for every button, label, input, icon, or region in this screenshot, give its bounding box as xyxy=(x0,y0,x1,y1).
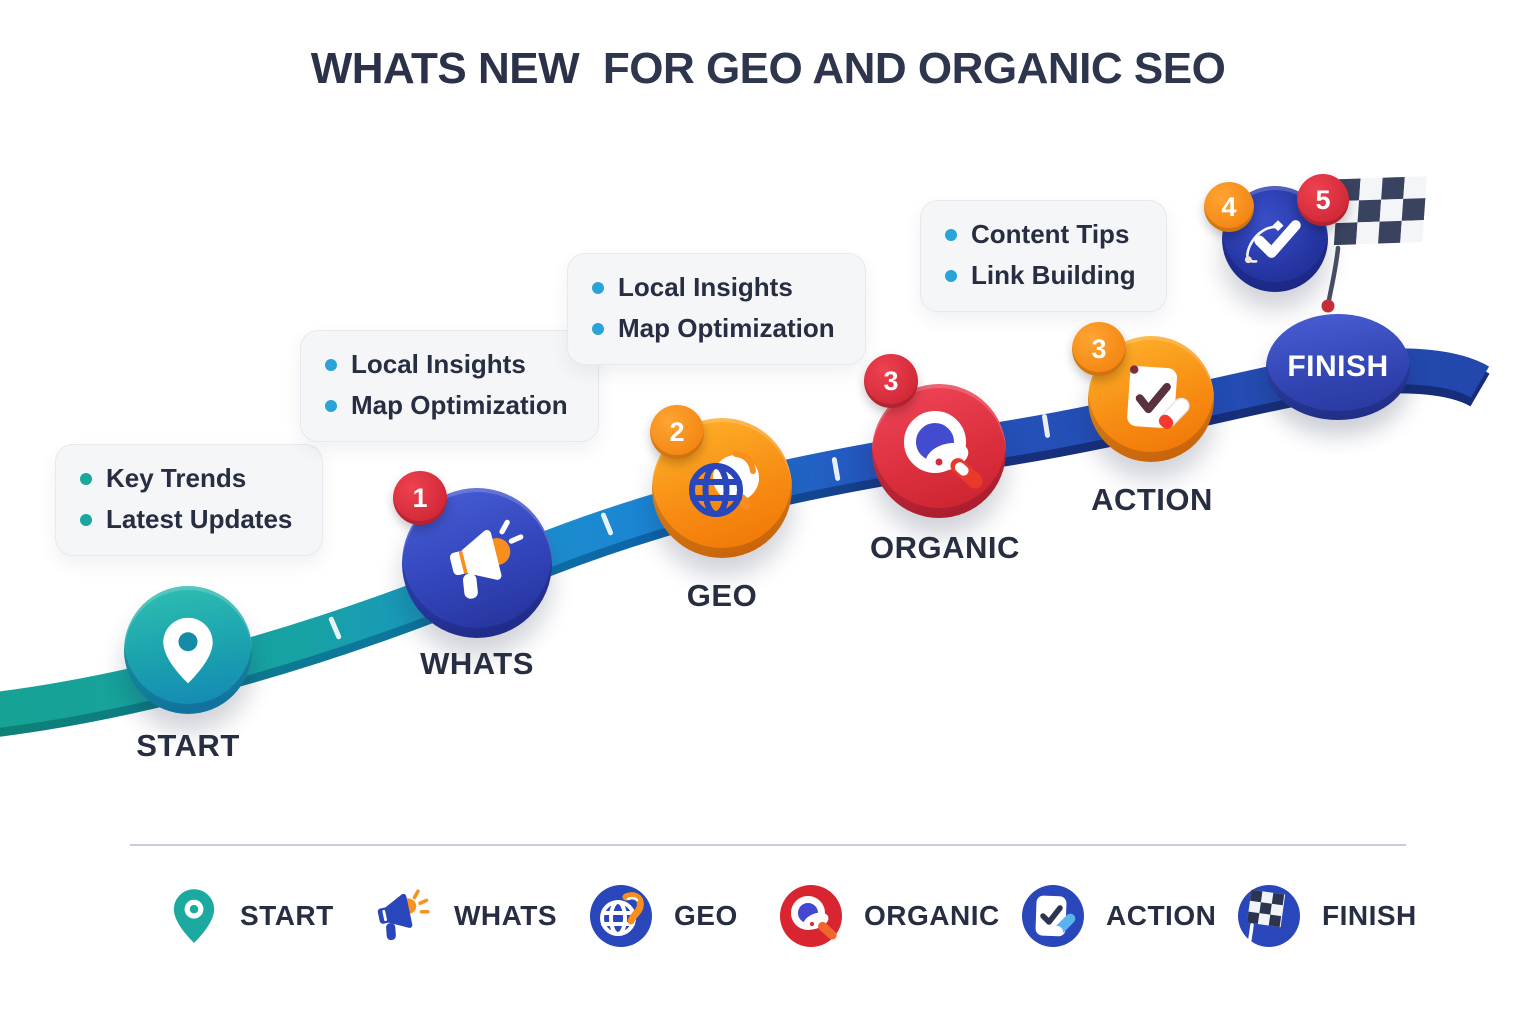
road-lane-dashes xyxy=(328,414,1050,640)
legend-item-action: ACTION xyxy=(1020,872,1216,960)
callout-text: Key Trends xyxy=(106,463,247,493)
bullet-icon xyxy=(80,472,92,485)
bullet-icon xyxy=(325,358,337,371)
legend-item-geo: GEO xyxy=(588,872,738,960)
legend-label: FINISH xyxy=(1322,900,1417,931)
legend-item-organic: ORGANIC xyxy=(778,872,1000,960)
callout-item: Map Optimization xyxy=(592,313,835,344)
checklist-icon xyxy=(1022,885,1084,947)
globe-icon xyxy=(689,451,759,517)
bullet-icon xyxy=(80,513,92,526)
bullet-icon xyxy=(592,281,604,294)
geo-callout: Local Insights Map Optimization xyxy=(567,253,866,365)
page-title: WHATS NEW FOR GEO AND ORGANIC SEO xyxy=(0,44,1536,94)
milestone-label-organic: ORGANIC xyxy=(870,530,1020,565)
badge-4: 4 xyxy=(1204,182,1254,232)
legend-label: ACTION xyxy=(1106,900,1217,931)
map-pin-icon xyxy=(173,889,215,943)
milestone-label-start: START xyxy=(136,728,240,763)
milestone-finish: FINISH xyxy=(1266,314,1410,420)
legend-label: START xyxy=(240,900,334,931)
callout-item: Local Insights xyxy=(325,349,568,380)
page-title-highlight: WHATS NEW xyxy=(310,44,580,93)
bullet-icon xyxy=(592,322,604,335)
badge-1: 1 xyxy=(393,471,447,525)
checkered-flag-icon xyxy=(1238,885,1300,947)
checklist-icon xyxy=(1127,365,1190,429)
milestone-label-action: ACTION xyxy=(1091,482,1213,517)
badge-3-organic: 3 xyxy=(864,354,918,408)
megaphone-icon xyxy=(377,889,430,941)
milestone-label-finish: FINISH xyxy=(1287,350,1389,383)
milestone-start xyxy=(124,586,252,714)
globe-icon xyxy=(590,885,652,947)
legend-label: ORGANIC xyxy=(864,900,1000,931)
page-title-rest: FOR GEO AND ORGANIC SEO xyxy=(602,44,1226,93)
milestone-label-whats: WHATS xyxy=(420,646,534,681)
callout-item: Link Building xyxy=(945,260,1136,291)
callout-text: Content Tips xyxy=(971,219,1130,249)
callout-item: Local Insights xyxy=(592,272,835,303)
legend-label: WHATS xyxy=(454,900,558,931)
callout-text: Local Insights xyxy=(618,272,793,302)
callout-item: Content Tips xyxy=(945,219,1136,250)
bullet-icon xyxy=(945,228,957,241)
badge-2: 2 xyxy=(650,405,704,459)
start-callout: Key Trends Latest Updates xyxy=(55,444,324,556)
callout-item: Map Optimization xyxy=(325,390,568,421)
callout-item: Key Trends xyxy=(80,463,292,494)
magnifier-icon xyxy=(780,885,842,947)
map-pin-icon xyxy=(163,617,213,684)
organic-callout: Content Tips Link Building xyxy=(920,200,1167,312)
callout-item: Latest Updates xyxy=(80,504,292,535)
legend-item-finish: FINISH xyxy=(1236,872,1417,960)
badge-5: 5 xyxy=(1297,174,1349,226)
bullet-icon xyxy=(945,269,957,282)
legend-divider xyxy=(130,844,1406,846)
legend-item-start: START xyxy=(168,872,334,960)
badge-3-action: 3 xyxy=(1072,322,1126,376)
magnifier-icon xyxy=(904,411,983,489)
bullet-icon xyxy=(325,399,337,412)
route-check-icon xyxy=(1244,220,1301,264)
callout-text: Local Insights xyxy=(351,349,526,379)
callout-text: Map Optimization xyxy=(351,390,568,420)
legend-label: GEO xyxy=(674,900,738,931)
milestone-label-geo: GEO xyxy=(686,578,758,613)
callout-text: Latest Updates xyxy=(106,504,293,534)
callout-text: Link Building xyxy=(971,260,1136,290)
legend-item-whats: WHATS xyxy=(358,872,557,960)
whats-callout: Local Insights Map Optimization xyxy=(300,330,599,442)
callout-text: Map Optimization xyxy=(618,313,835,343)
megaphone-icon xyxy=(450,519,524,599)
